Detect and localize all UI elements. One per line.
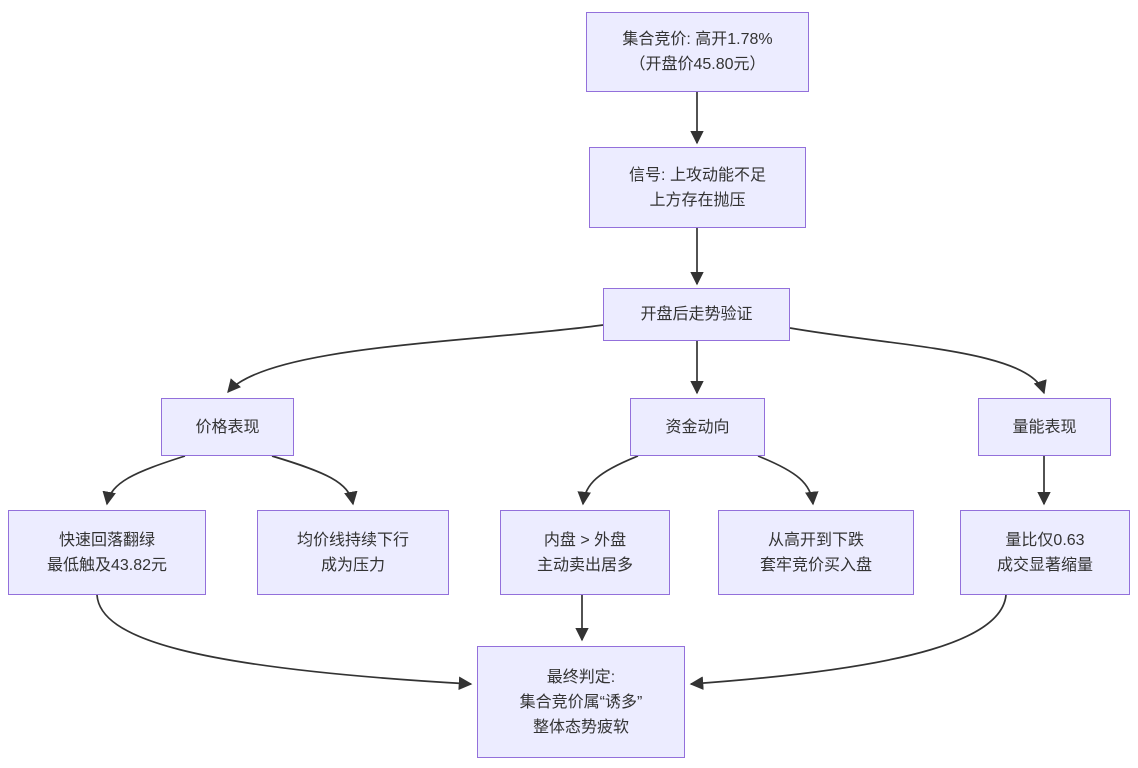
node-price-line1: 价格表现 xyxy=(195,418,260,436)
node-conclusion-line2: 集合竞价属“诱多” xyxy=(519,693,643,711)
node-funds-line1: 资金动向 xyxy=(665,418,730,436)
node-verify: 开盘后走势验证 xyxy=(603,288,790,341)
node-rapid-fall: 快速回落翻绿 最低触及43.82元 xyxy=(8,510,206,595)
edge-price-to-rapid-fall xyxy=(102,455,186,506)
node-auction-line2: （开盘价45.80元） xyxy=(629,56,766,73)
node-vol-ratio: 量比仅0.63 成交显著缩量 xyxy=(960,510,1130,595)
node-funds: 资金动向 xyxy=(630,398,765,456)
node-avg-line-line2: 成为压力 xyxy=(320,556,385,574)
node-avg-line: 均价线持续下行 成为压力 xyxy=(257,510,449,595)
edge-verify-to-price xyxy=(227,324,604,394)
node-verify-line1: 开盘后走势验证 xyxy=(640,306,753,323)
node-inner-outer-line2: 主动卖出居多 xyxy=(536,556,633,574)
edge-funds-to-trap xyxy=(757,455,819,506)
node-inner-outer: 内盘 > 外盘 主动卖出居多 xyxy=(500,510,670,595)
node-volume-line1: 量能表现 xyxy=(1012,418,1077,436)
edge-vol-ratio-to-conclusion xyxy=(689,594,1007,690)
node-rapid-fall-line1: 快速回落翻绿 xyxy=(58,531,155,549)
node-signal-line1: 信号: 上攻动能不足 xyxy=(629,166,766,184)
node-signal: 信号: 上攻动能不足 上方存在抛压 xyxy=(589,147,806,228)
node-conclusion: 最终判定: 集合竞价属“诱多” 整体态势疲软 xyxy=(477,646,685,758)
node-signal-line2: 上方存在抛压 xyxy=(649,191,746,209)
edge-price-to-avg-line xyxy=(271,455,358,506)
node-trap-line2: 套牢竞价买入盘 xyxy=(759,556,872,574)
node-trap-line1: 从高开到下跌 xyxy=(767,531,864,549)
node-avg-line-line1: 均价线持续下行 xyxy=(296,531,409,549)
node-conclusion-line3: 整体态势疲软 xyxy=(532,718,629,736)
node-auction: 集合竞价: 高开1.78% （开盘价45.80元） xyxy=(586,12,809,92)
node-inner-outer-line1: 内盘 > 外盘 xyxy=(543,531,627,549)
node-vol-ratio-line2: 成交显著缩量 xyxy=(996,556,1093,574)
node-conclusion-line1: 最终判定: xyxy=(546,668,616,686)
edge-rapid-fall-to-conclusion xyxy=(96,594,473,691)
node-rapid-fall-line2: 最低触及43.82元 xyxy=(46,556,168,574)
node-volume: 量能表现 xyxy=(978,398,1111,456)
edge-verify-to-volume xyxy=(789,327,1047,395)
node-price: 价格表现 xyxy=(161,398,294,456)
edge-funds-to-inner-outer xyxy=(577,455,639,506)
node-vol-ratio-line1: 量比仅0.63 xyxy=(1005,531,1085,549)
node-trap: 从高开到下跌 套牢竞价买入盘 xyxy=(718,510,914,595)
node-auction-line1: 集合竞价: 高开1.78% xyxy=(622,31,773,48)
